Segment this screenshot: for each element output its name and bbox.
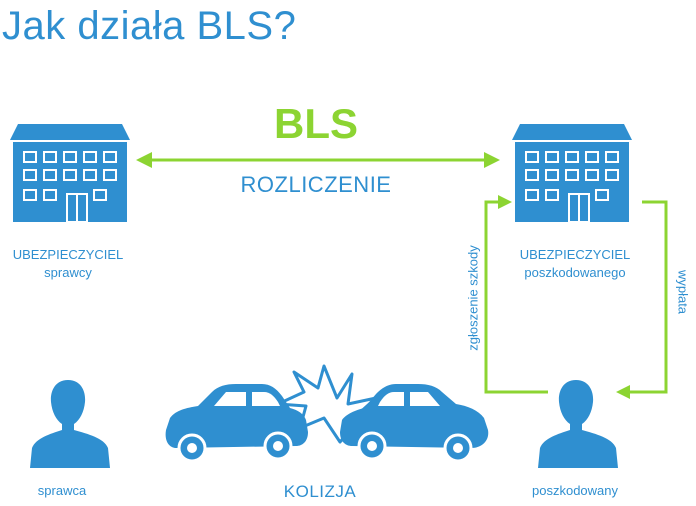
settlement-label: ROZLICZENIE <box>240 172 392 197</box>
victim-label: poszkodowany <box>532 483 618 498</box>
insurer-victim-label: UBEZPIECZYCIEL poszkodowanego <box>500 246 650 282</box>
insurer-victim-line2: poszkodowanego <box>524 265 626 280</box>
bls-label: BLS <box>274 100 358 147</box>
insurer-perpetrator-line2: sprawcy <box>44 265 92 280</box>
insurer-victim-line1: UBEZPIECZYCIEL <box>519 247 631 262</box>
payout-label: wypłata <box>675 269 691 315</box>
car-icon-left <box>165 384 308 463</box>
car-icon-right <box>340 384 489 463</box>
person-icon-perpetrator <box>30 380 110 468</box>
claim-report-label: zgłoszenie szkody <box>465 245 481 351</box>
insurer-perpetrator-line1: UBEZPIECZYCIEL <box>12 247 124 262</box>
page-title: Jak działa BLS? <box>2 4 297 48</box>
claim-arrow <box>484 195 548 394</box>
perpetrator-label: sprawca <box>37 483 87 498</box>
person-icon-victim <box>538 380 618 468</box>
collision-label: KOLIZJA <box>283 482 357 501</box>
insurer-perpetrator-label: UBEZPIECZYCIEL sprawcy <box>0 246 136 282</box>
payout-arrow <box>616 200 668 399</box>
settlement-arrow <box>136 152 500 168</box>
